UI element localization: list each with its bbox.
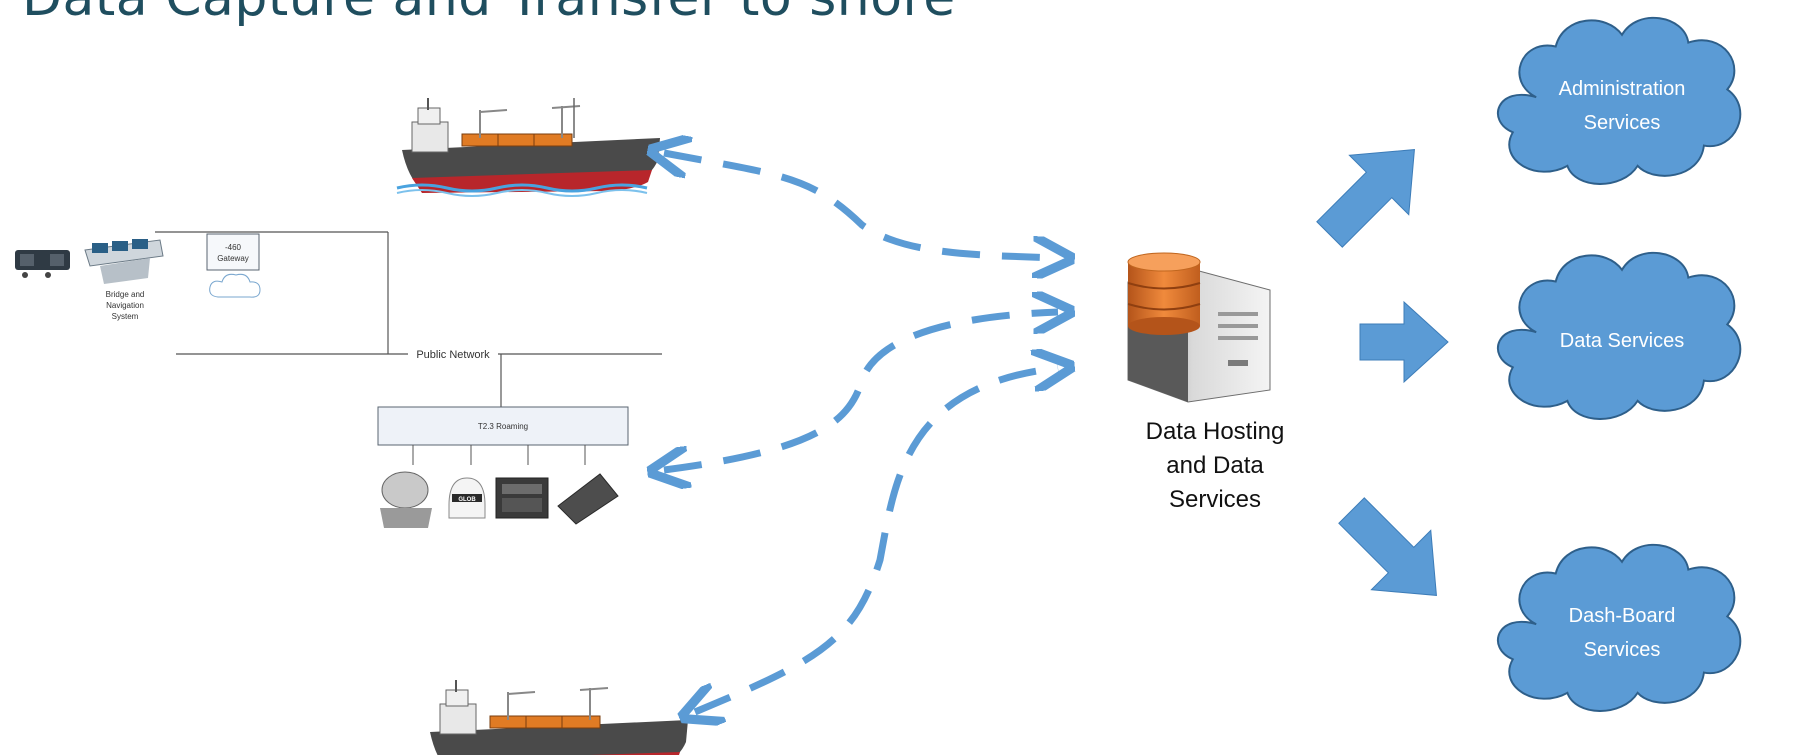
service-label-line: Data Services — [1560, 330, 1685, 352]
service-cloud: Data Services — [1496, 251, 1742, 420]
gateway-box — [206, 233, 260, 271]
hosting-label-line: Data Hosting — [1145, 418, 1285, 445]
cloud-shape — [1496, 251, 1742, 420]
onboard-network: Bridge and Navigation System -460 Gatewa… — [15, 231, 662, 528]
hosting-label-line: Services — [1168, 486, 1262, 513]
roaming-box — [377, 406, 629, 446]
cloud-icon — [209, 273, 261, 298]
service-label-line: Dash-Board — [1569, 605, 1676, 627]
console-icon — [15, 250, 70, 278]
public-network-label: Public Network — [416, 349, 490, 361]
arrow-to-administration — [1316, 149, 1415, 248]
arrow-to-data-services — [1359, 300, 1449, 384]
hosting-label-line: and Data — [1166, 452, 1264, 479]
ship-icon — [430, 680, 688, 755]
service-label-line: Administration — [1559, 78, 1686, 100]
link-onboard-network — [664, 312, 1058, 470]
radome-icon: GLOB — [448, 477, 486, 519]
server-icon — [1127, 252, 1271, 403]
diagram-title: Data Capture and Transfer to shore — [22, 0, 956, 28]
service-label-line: Services — [1584, 112, 1661, 134]
terminal-unit-icon — [495, 477, 549, 519]
gateway-label-line: Gateway — [217, 254, 249, 263]
ship-icon — [396, 98, 660, 197]
bridge-label-line: Bridge and — [106, 290, 145, 299]
link-bottom-ship — [695, 368, 1058, 712]
link-top-ship — [664, 153, 1058, 258]
bridge-label-line: System — [112, 312, 139, 321]
roaming-label: T2.3 Roaming — [478, 422, 528, 431]
device-badge: GLOB — [458, 497, 476, 503]
database-icon — [1127, 252, 1201, 335]
service-label-line: Services — [1584, 639, 1661, 661]
satellite-dish-icon — [380, 471, 432, 528]
service-arrows — [1316, 149, 1449, 596]
bridge-console-icon — [84, 239, 164, 284]
arrow-to-dashboard — [1338, 497, 1437, 596]
hosting-label: Data Hosting and Data Services — [1110, 415, 1320, 517]
router-icon — [557, 473, 619, 525]
cloud-shape — [1496, 543, 1742, 712]
cloud-shape — [1496, 16, 1742, 185]
dashed-links — [664, 153, 1058, 712]
gateway-label-line: -460 — [225, 243, 242, 252]
bridge-label-line: Navigation — [106, 301, 144, 310]
